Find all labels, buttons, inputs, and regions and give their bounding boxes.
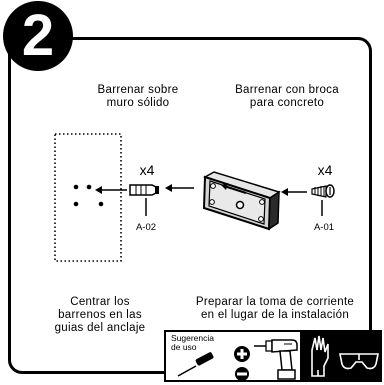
safety-glasses-icon xyxy=(339,353,379,370)
wall-outline xyxy=(54,133,122,262)
drill-wall-label: Barrenar sobre muro sólido xyxy=(97,84,179,109)
gloves-icon xyxy=(311,335,329,377)
phillips-plus-icon xyxy=(234,346,250,362)
screw-icon xyxy=(311,184,335,198)
screwdriver-icon xyxy=(177,352,214,377)
anchor-qty: x4 xyxy=(139,162,155,178)
step-panel xyxy=(8,37,372,374)
center-holes-label: Centrar los barrenos en las guias del an… xyxy=(54,296,146,334)
drill-holes xyxy=(73,184,104,207)
flathead-minus-icon xyxy=(235,367,249,381)
anchor-code: A-02 xyxy=(135,222,157,233)
arrow-to-wall-icon xyxy=(95,186,127,194)
wall-anchor-icon xyxy=(129,184,159,196)
usage-tip-label: Sugerencia de uso xyxy=(171,333,215,352)
arrow-to-anchor-icon xyxy=(165,184,194,192)
step-number: 2 xyxy=(21,3,55,68)
safety-gear-icons xyxy=(311,335,379,377)
arrow-to-bracket-icon xyxy=(281,188,307,196)
drill-concrete-label: Barrenar con broca para concreto xyxy=(235,84,339,109)
wall-bracket-icon xyxy=(202,171,281,231)
prepare-outlet-label: Preparar la toma de corriente en el luga… xyxy=(195,296,355,321)
safety-gear-box xyxy=(302,330,382,382)
power-drill-icon xyxy=(254,339,298,380)
step-number-badge: 2 xyxy=(3,1,73,71)
usage-tip-box: Sugerencia de uso xyxy=(164,330,302,382)
screw-code: A-01 xyxy=(313,222,335,233)
screw-qty: x4 xyxy=(317,162,333,178)
usage-tip-tools xyxy=(177,339,298,381)
